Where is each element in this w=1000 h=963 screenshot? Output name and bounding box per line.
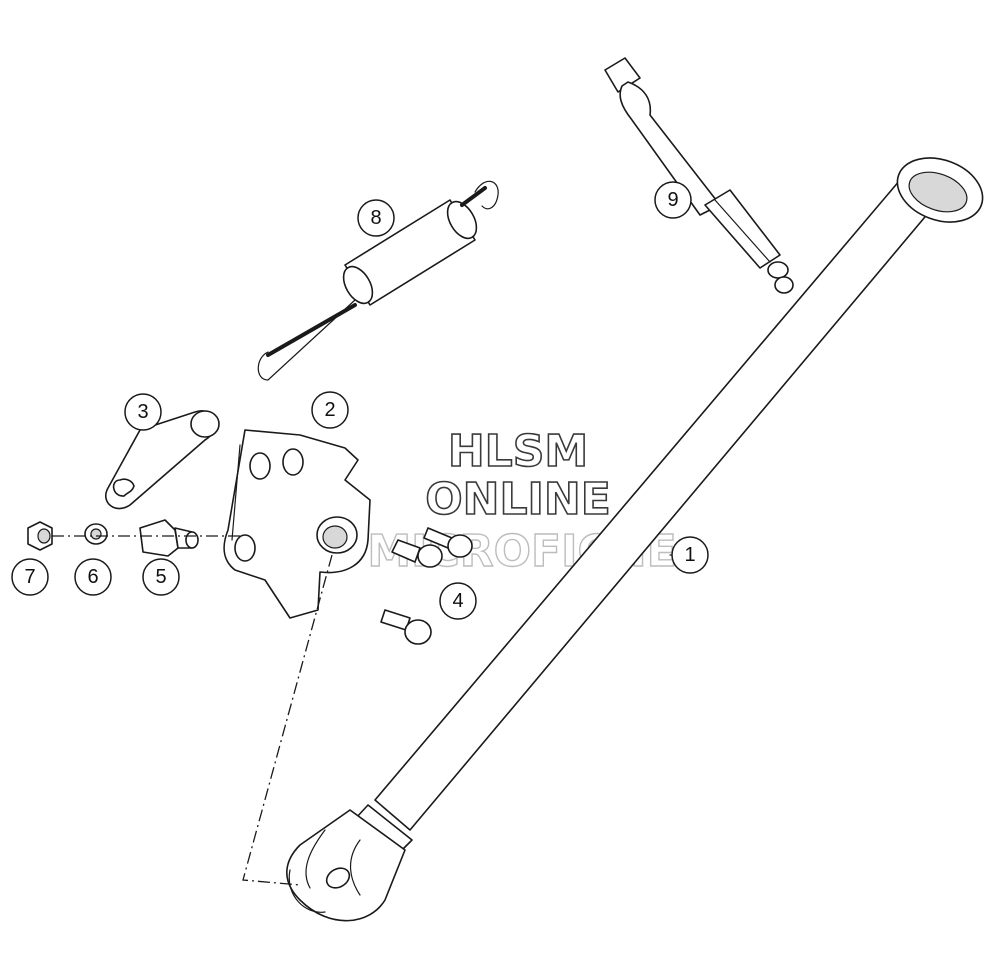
callout-1-label: 1 xyxy=(684,544,695,566)
callout-3[interactable]: 3 xyxy=(124,393,162,431)
callout-5-label: 5 xyxy=(155,566,166,588)
watermark-line2: ONLINE xyxy=(425,474,611,525)
pivot-bolt[interactable] xyxy=(139,519,199,557)
callout-7-label: 7 xyxy=(24,566,35,588)
callout-5[interactable]: 5 xyxy=(142,558,180,596)
side-stand[interactable] xyxy=(286,147,992,922)
callout-6-label: 6 xyxy=(87,566,98,588)
callout-4-label: 4 xyxy=(452,590,463,612)
stand-bracket[interactable] xyxy=(223,429,371,619)
callout-3-label: 3 xyxy=(137,401,148,423)
bracket-to-stand-leader xyxy=(242,554,333,886)
callout-6[interactable]: 6 xyxy=(74,558,112,596)
washer[interactable] xyxy=(84,523,108,545)
callout-2-label: 2 xyxy=(324,399,335,421)
callout-8[interactable]: 8 xyxy=(357,199,395,237)
callout-9-label: 9 xyxy=(667,189,678,211)
callout-8-label: 8 xyxy=(370,207,381,229)
callout-9[interactable]: 9 xyxy=(654,181,692,219)
return-spring[interactable] xyxy=(257,180,499,381)
watermark-line1: HLSM xyxy=(448,426,588,477)
retaining-cable[interactable] xyxy=(604,57,794,294)
callout-4[interactable]: 4 xyxy=(439,582,477,620)
flange-screw[interactable] xyxy=(380,527,473,645)
callout-7[interactable]: 7 xyxy=(11,558,49,596)
locking-plate[interactable] xyxy=(105,409,220,510)
lock-nut[interactable] xyxy=(27,521,53,551)
callout-2[interactable]: 2 xyxy=(311,391,349,429)
callout-1[interactable]: 1 xyxy=(669,536,709,574)
